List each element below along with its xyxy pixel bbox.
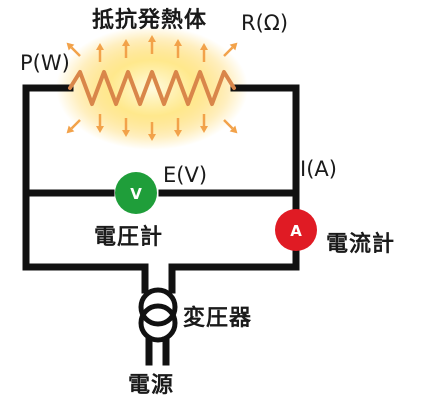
heat-arrow [200,43,208,62]
current-label: I(A) [300,157,337,181]
ammeter-circle [275,209,317,251]
heat-arrow-shaft [70,46,81,57]
heat-arrow [96,43,104,62]
heat-arrow-head [66,42,75,51]
heat-arrow [200,114,208,133]
transformer-icon [138,287,178,343]
ammeter: A [275,209,317,251]
heat-arrow-shaft [223,46,234,57]
transformer-coil-secondary [138,303,178,343]
circuit-wires [22,84,300,366]
heat-arrow-head [229,42,238,51]
heat-arrow-head [66,125,75,134]
resistance-label: R(Ω) [241,11,288,35]
heat-arrow-head [122,39,130,46]
heat-arrow-head [148,134,156,141]
resistor-zigzag-icon [68,70,236,106]
heat-arrow-head [229,125,238,134]
transformer-label: 変圧器 [183,305,252,331]
heat-arrow [223,42,238,57]
heat-arrow-head [174,130,182,137]
heat-arrow [174,39,182,58]
power-source-label: 電源 [128,373,174,398]
heat-arrow-icon [66,35,238,141]
heat-arrow-head [200,126,208,133]
heat-arrow [223,119,238,134]
voltmeter-label: 電圧計 [94,224,163,250]
heat-arrow-head [96,43,104,50]
heat-arrow [174,118,182,137]
heat-arrow-head [200,43,208,50]
power-label: P(W) [20,51,70,75]
ammeter-label: 電流計 [326,231,395,257]
voltage-label: E(V) [163,163,207,187]
ammeter-symbol: A [290,222,302,240]
heat-arrow [66,119,81,134]
heat-arrow [122,118,130,137]
voltmeter-symbol: V [130,185,142,203]
heat-arrow-head [174,39,182,46]
heat-arrow-head [96,126,104,133]
heat-arrow-shaft [223,119,234,130]
heater-label: 抵抗発熱体 [92,7,207,33]
heat-arrow [148,122,156,141]
heat-arrow [66,42,81,57]
heat-arrow-head [148,35,156,42]
voltmeter-circle [115,172,157,214]
heat-arrow-shaft [70,119,81,130]
heat-arrow [122,39,130,58]
heat-arrow [96,114,104,133]
heat-glow [56,26,248,150]
transformer-coil-primary [138,287,178,327]
voltmeter: V [115,172,157,214]
heat-arrow-head [122,130,130,137]
heat-arrow [148,35,156,54]
